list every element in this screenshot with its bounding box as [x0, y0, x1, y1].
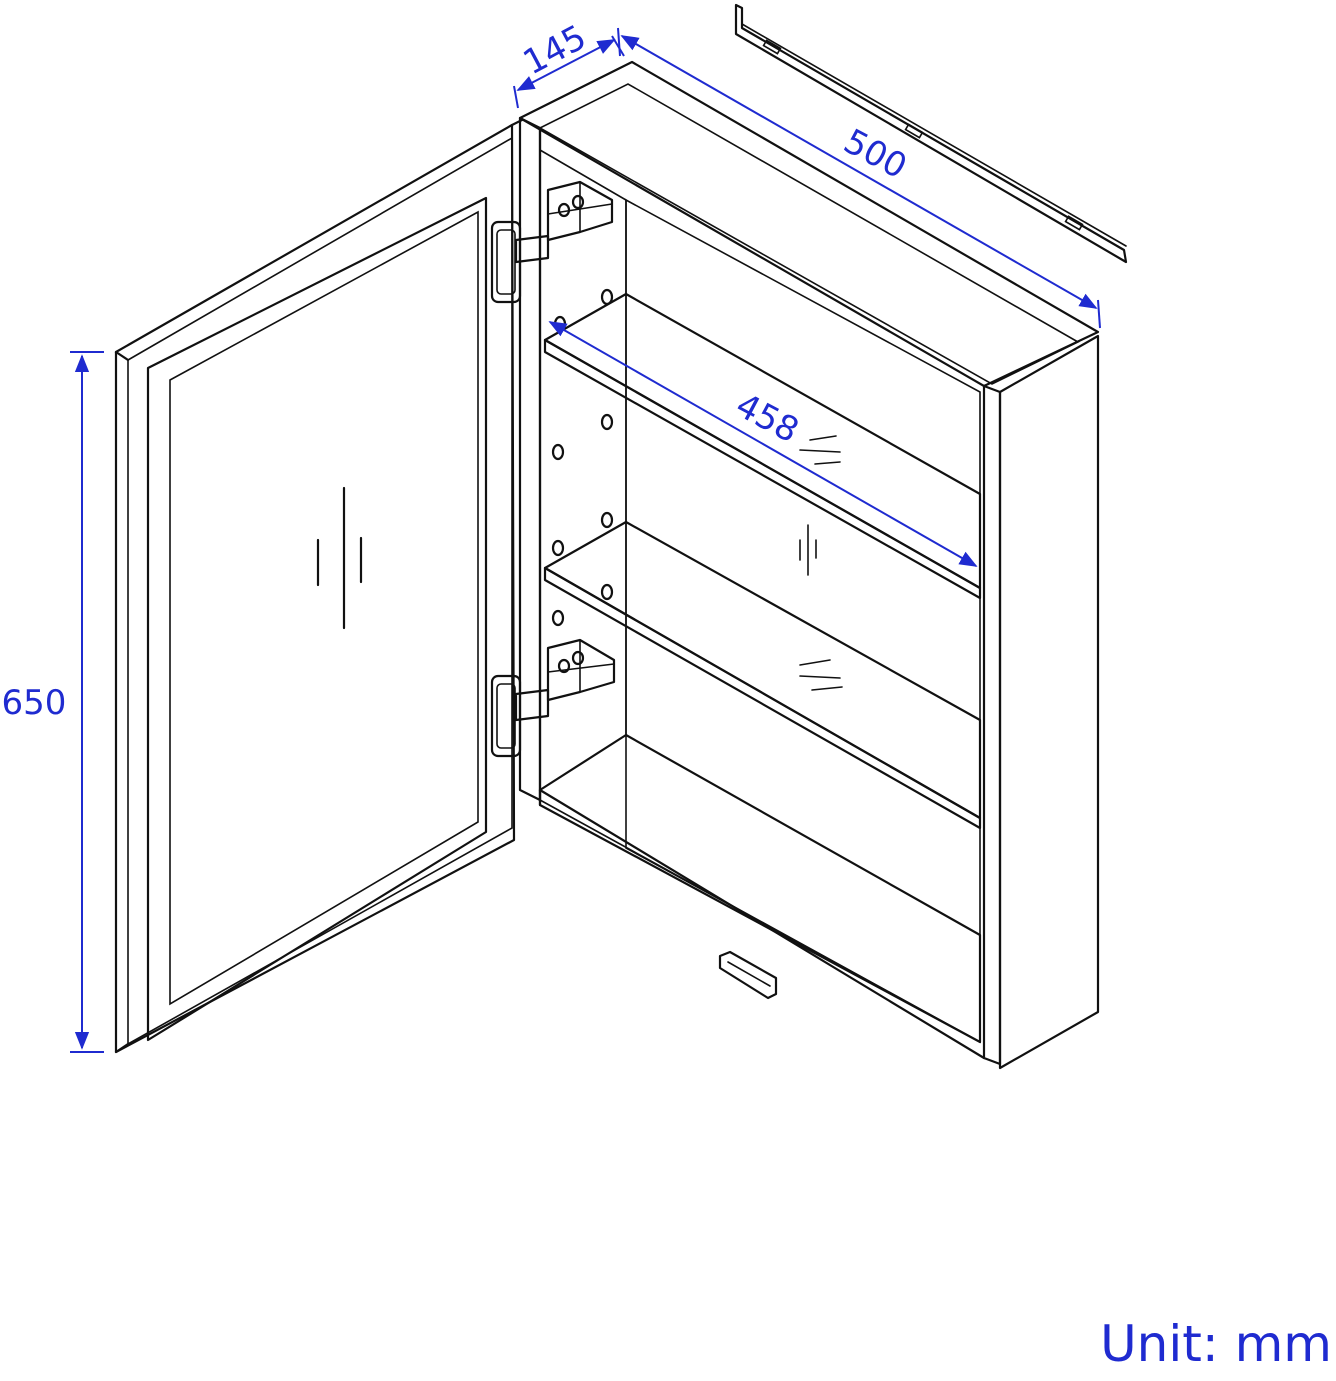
mirror-reflection-icon: [316, 486, 363, 630]
lower-hinge: [490, 638, 616, 758]
unit-label: Unit: mm: [1100, 1315, 1332, 1373]
depth-dimension-label: 145: [517, 17, 593, 83]
upper-hinge: [490, 180, 614, 304]
height-dimension: [70, 351, 104, 1053]
lower-shelf: [543, 520, 982, 830]
height-dimension-label: 650: [2, 683, 67, 723]
width-dimension: [617, 27, 1101, 329]
shelf-width-dimension-label: 458: [729, 385, 805, 451]
mirror-door: [114, 118, 524, 1054]
cabinet-body: [518, 60, 1100, 1070]
back-mirror-icon: [799, 524, 817, 576]
shelf-glass-icon: [799, 435, 843, 691]
mounting-rail: [734, 3, 1128, 264]
shelf-width-dimension: [548, 321, 978, 567]
door-latch: [718, 950, 778, 1000]
